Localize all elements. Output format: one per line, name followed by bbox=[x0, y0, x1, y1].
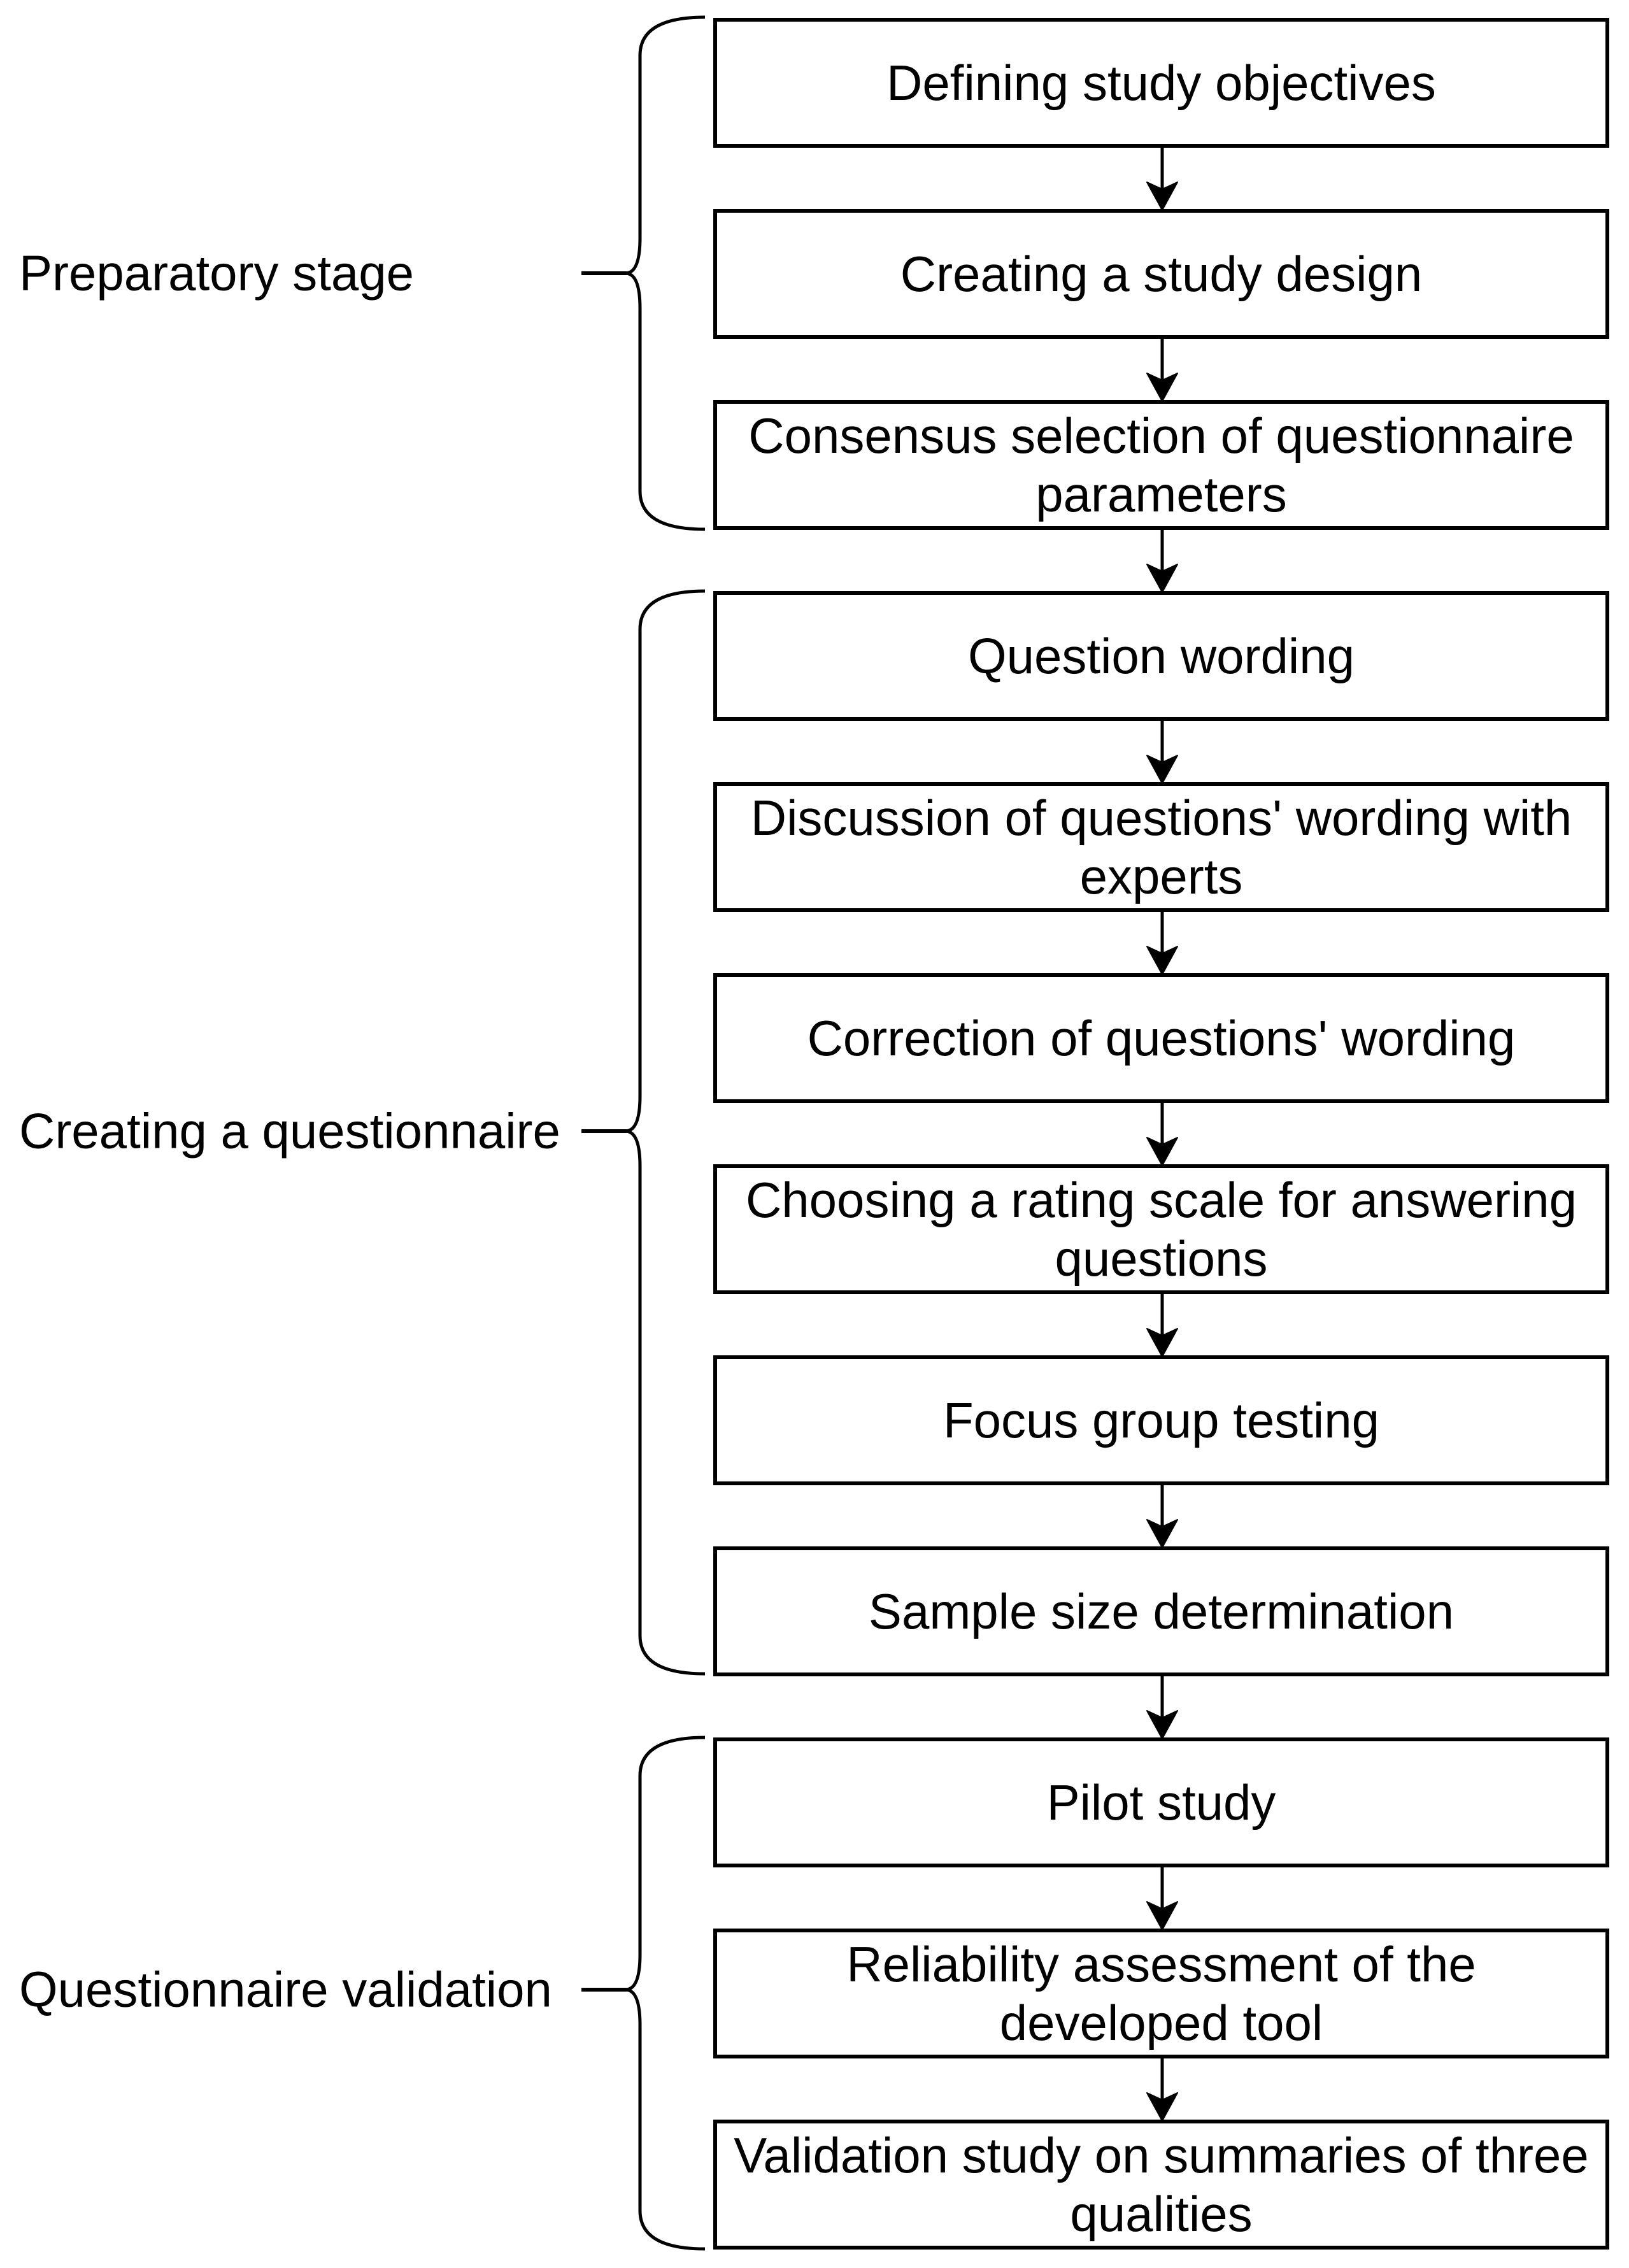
box-text-line: Defining study objectives bbox=[886, 55, 1436, 111]
box-text-line: Reliability assessment of the bbox=[846, 1936, 1476, 1992]
flow-box-correction-of-questions-wording: Correction of questions' wording bbox=[713, 973, 1609, 1103]
flow-box-defining-study-objectives: Defining study objectives bbox=[713, 18, 1609, 148]
flow-arrow bbox=[1146, 338, 1178, 402]
flow-arrow bbox=[1146, 2057, 1178, 2122]
box-text-line: developed tool bbox=[999, 1995, 1323, 2051]
flow-arrow bbox=[1146, 1866, 1178, 1930]
flow-box-question-wording: Question wording bbox=[713, 591, 1609, 721]
flow-box-creating-a-study-design: Creating a study design bbox=[713, 209, 1609, 339]
stage-label-questionnaire-validation: Questionnaire validation bbox=[19, 1961, 552, 2018]
curly-brace-preparatory-stage bbox=[581, 15, 706, 531]
flow-box-focus-group-testing: Focus group testing bbox=[713, 1355, 1609, 1485]
flow-box-discussion-of-questions-wording-with-experts: Discussion of questions' wording with ex… bbox=[713, 782, 1609, 912]
stage-label-creating-a-questionnaire: Creating a questionnaire bbox=[19, 1102, 560, 1159]
flow-arrow bbox=[1146, 529, 1178, 593]
flow-arrow bbox=[1146, 1102, 1178, 1166]
box-text-line: questions bbox=[1055, 1230, 1268, 1287]
flow-box-consensus-selection-of-questionnaire-parameters: Consensus selection of questionnaire par… bbox=[713, 400, 1609, 530]
curly-brace-icon bbox=[625, 15, 706, 531]
curly-brace-questionnaire-validation bbox=[581, 1736, 706, 2251]
flow-box-choosing-a-rating-scale-for-answering-questions: Choosing a rating scale for answering qu… bbox=[713, 1164, 1609, 1294]
flow-arrow bbox=[1146, 720, 1178, 784]
box-text-line: experts bbox=[1079, 848, 1243, 904]
box-text-line: Pilot study bbox=[1046, 1774, 1276, 1830]
flow-arrow bbox=[1146, 1675, 1178, 1739]
box-text-line: Question wording bbox=[967, 628, 1355, 684]
flow-arrow bbox=[1146, 1484, 1178, 1548]
box-text-line: Creating a study design bbox=[900, 246, 1423, 302]
box-text-line: parameters bbox=[1035, 466, 1287, 522]
box-text-line: Focus group testing bbox=[943, 1392, 1380, 1448]
box-text-line: Correction of questions' wording bbox=[807, 1010, 1516, 1066]
curly-brace-icon bbox=[625, 1736, 706, 2251]
curly-brace-icon bbox=[625, 589, 706, 1676]
flow-arrow bbox=[1146, 911, 1178, 975]
box-text-line: Consensus selection of questionnaire bbox=[748, 408, 1574, 464]
box-text-line: Choosing a rating scale for answering bbox=[745, 1172, 1577, 1228]
box-text-line: Sample size determination bbox=[868, 1583, 1455, 1639]
flow-box-pilot-study: Pilot study bbox=[713, 1737, 1609, 1867]
box-text-line: Discussion of questions' wording with bbox=[750, 790, 1572, 846]
stage-label-preparatory-stage: Preparatory stage bbox=[19, 245, 415, 301]
box-text-line: Validation study on summaries of three bbox=[734, 2127, 1589, 2183]
flow-arrow bbox=[1146, 146, 1178, 211]
flow-box-reliability-assessment-of-the-developed-tool: Reliability assessment of the developed … bbox=[713, 1929, 1609, 2058]
flow-box-validation-study-on-summaries-of-three-qualities: Validation study on summaries of three q… bbox=[713, 2120, 1609, 2250]
box-text-line: qualities bbox=[1070, 2186, 1253, 2242]
flow-arrow bbox=[1146, 1293, 1178, 1357]
curly-brace-creating-questionnaire bbox=[581, 589, 706, 1676]
flow-box-sample-size-determination: Sample size determination bbox=[713, 1546, 1609, 1676]
